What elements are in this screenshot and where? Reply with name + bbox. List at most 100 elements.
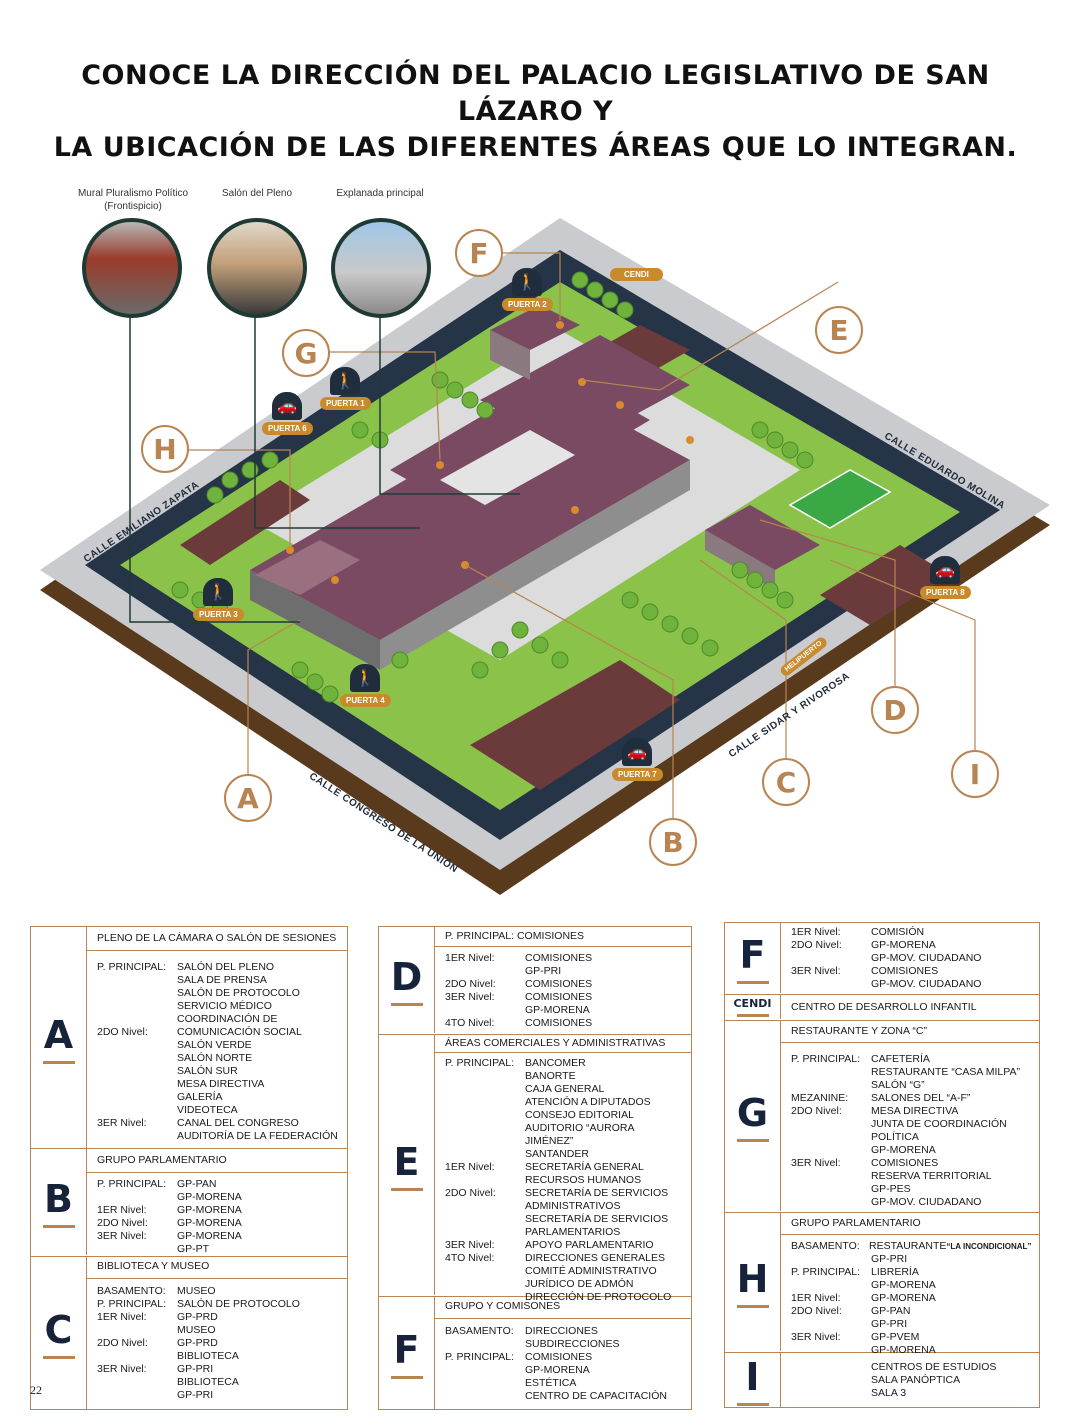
- legend-level: P. PRINCIPAL:: [97, 1298, 167, 1310]
- legend-line: CONSEJO EDITORIAL: [445, 1109, 685, 1122]
- legend-line: AUDITORIO “AURORA JIMÉNEZ”: [445, 1122, 685, 1148]
- legend-d-letter: D: [379, 927, 435, 1033]
- legend-level: 2DO Nivel:: [445, 1187, 496, 1199]
- legend-line: 2DO Nivel:GP-PAN: [791, 1305, 1033, 1318]
- legend-level: 3ER Nivel:: [445, 1239, 495, 1251]
- title-line-2: LA UBICACIÓN DE LAS DIFERENTES ÁREAS QUE…: [53, 132, 1018, 163]
- map-marker-d[interactable]: D: [871, 686, 919, 734]
- legend-line: 3ER Nivel:GP-PVEM: [791, 1331, 1033, 1344]
- legend-line: MUSEO: [97, 1324, 341, 1337]
- legend-area: GP-PT: [177, 1243, 210, 1255]
- legend-area: GP-MORENA: [177, 1191, 242, 1203]
- gate-puerta-2[interactable]: 🚶PUERTA 2: [502, 268, 553, 311]
- pedestrian-icon: 🚶: [512, 268, 543, 296]
- legend-line: 2DO Nivel:GP-MORENA: [97, 1217, 341, 1230]
- legend-line: 2DO Nivel:COMISIONES: [445, 978, 685, 991]
- legend-level: [445, 1226, 525, 1239]
- legend-level: [445, 1338, 525, 1351]
- legend-level: P. PRINCIPAL:: [97, 961, 167, 973]
- legend-level: [97, 1389, 177, 1402]
- legend-area: RECURSOS HUMANOS: [525, 1174, 642, 1186]
- map-marker-h[interactable]: H: [141, 425, 189, 473]
- legend-area: PARLAMENTARIOS: [525, 1226, 621, 1238]
- legend-area: DIRECCIONES: [525, 1325, 598, 1337]
- legend-level: [791, 1361, 871, 1374]
- legend-line: 3ER Nivel:CANAL DEL CONGRESO: [97, 1117, 341, 1130]
- legend-level: [791, 978, 871, 991]
- legend-level: [445, 1174, 525, 1187]
- legend-level: 3ER Nivel:: [791, 1331, 841, 1343]
- map-marker-i[interactable]: I: [951, 750, 999, 798]
- legend-line: AUDITORÍA DE LA FEDERACIÓN: [97, 1130, 341, 1143]
- legend-level: 2DO Nivel:: [97, 1026, 148, 1038]
- legend-line: 3ER Nivel:GP-MORENA: [97, 1230, 341, 1243]
- legend-area: ADMINISTRATIVOS: [525, 1200, 621, 1212]
- legend-area: SALÓN VERDE: [177, 1039, 252, 1051]
- legend-f2-header: GRUPO Y COMISONES: [435, 1297, 691, 1319]
- building-main-wall-left: [250, 570, 380, 670]
- legend-area: CAJA GENERAL: [525, 1083, 605, 1095]
- legend-b: B GRUPO PARLAMENTARIO P. PRINCIPAL:GP-PA…: [31, 1149, 347, 1257]
- legend-level: MEZANINE:: [791, 1092, 849, 1104]
- building-h-roof: [255, 540, 360, 595]
- legend-level: 1ER Nivel:: [445, 952, 495, 964]
- legend-level: [97, 1376, 177, 1389]
- legend-level: [445, 1109, 525, 1122]
- photo-salon-pleno: [207, 218, 307, 318]
- legend-area: MESA DIRECTIVA: [177, 1078, 265, 1090]
- legend-c-header: BIBLIOTECA Y MUSEO: [87, 1257, 347, 1279]
- legend-a-letter: A: [31, 927, 87, 1149]
- legend-line: GP-MOV. CIUDADANO: [791, 952, 1033, 965]
- legend-area: GP-MORENA: [177, 1230, 242, 1242]
- legend-area: SECRETARÍA GENERAL: [525, 1161, 644, 1173]
- legend-line: COMITÉ ADMINISTRATIVO: [445, 1265, 685, 1278]
- legend-area: SUBDIRECCIONES: [525, 1338, 620, 1350]
- legend-column-1: A PLENO DE LA CÁMARA O SALÓN DE SESIONES…: [30, 926, 348, 1410]
- legend-area: SALÓN “G”: [871, 1079, 925, 1091]
- map-marker-g[interactable]: G: [282, 329, 330, 377]
- gate-puerta-4[interactable]: 🚶PUERTA 4: [340, 664, 391, 707]
- gate-puerta-8[interactable]: 🚗PUERTA 8: [920, 556, 971, 599]
- legend-line: P. PRINCIPAL:COMISIONES: [445, 1351, 685, 1364]
- legend-line: RESTAURANTE “CASA MILPA”: [791, 1066, 1033, 1079]
- legend-level: [791, 1279, 871, 1292]
- legend-area: SALÓN NORTE: [177, 1052, 253, 1064]
- car-icon: 🚗: [272, 392, 303, 420]
- legend-line: ESTÉTICA: [445, 1377, 685, 1390]
- legend-line: GP-MORENA: [445, 1004, 685, 1017]
- legend-line: GP-MORENA: [791, 1279, 1033, 1292]
- legend-line: P. PRINCIPAL:BANCOMER: [445, 1057, 685, 1070]
- legend-level: [445, 1278, 525, 1291]
- map-marker-a[interactable]: A: [224, 774, 272, 822]
- map-marker-f[interactable]: F: [455, 229, 503, 277]
- legend-line: 2DO Nivel:GP-MORENA: [791, 939, 1033, 952]
- legend-f2-letter: F: [379, 1297, 435, 1409]
- legend-area: SECRETARÍA DE SERVICIOS: [525, 1187, 669, 1199]
- gate-puerta-3[interactable]: 🚶PUERTA 3: [193, 578, 244, 621]
- legend-area: CAFETERÍA: [871, 1053, 930, 1065]
- photo-label-mural: Mural Pluralismo Político (Frontispicio): [77, 188, 189, 212]
- legend-level: [791, 1318, 871, 1331]
- legend-level: [445, 1122, 525, 1148]
- legend-level: [97, 1243, 177, 1256]
- legend-line: 3ER Nivel:COMISIONES: [791, 965, 1033, 978]
- legend-area: GP-MOV. CIUDADANO: [871, 978, 982, 990]
- legend-h-letter: H: [725, 1213, 781, 1351]
- map-marker-c[interactable]: C: [762, 758, 810, 806]
- legend-area: GP-MORENA: [177, 1204, 242, 1216]
- gate-puerta-1[interactable]: 🚶PUERTA 1: [320, 367, 371, 410]
- gate-puerta-6[interactable]: 🚗PUERTA 6: [262, 392, 313, 435]
- map-marker-e[interactable]: E: [815, 306, 863, 354]
- legend-level: 2DO Nivel:: [791, 939, 842, 951]
- legend-area: AUDITORÍA DE LA FEDERACIÓN: [177, 1130, 338, 1142]
- legend-level: P. PRINCIPAL:: [445, 1057, 515, 1069]
- legend-level: 1ER Nivel:: [445, 1161, 495, 1173]
- legend-level: P. PRINCIPAL:: [791, 1053, 861, 1065]
- map-marker-b[interactable]: B: [649, 818, 697, 866]
- legend-area: GP-MORENA: [871, 1144, 936, 1156]
- gate-puerta-7[interactable]: 🚗PUERTA 7: [612, 738, 663, 781]
- legend-area: CENTRO DE CAPACITACIÓN: [525, 1390, 667, 1402]
